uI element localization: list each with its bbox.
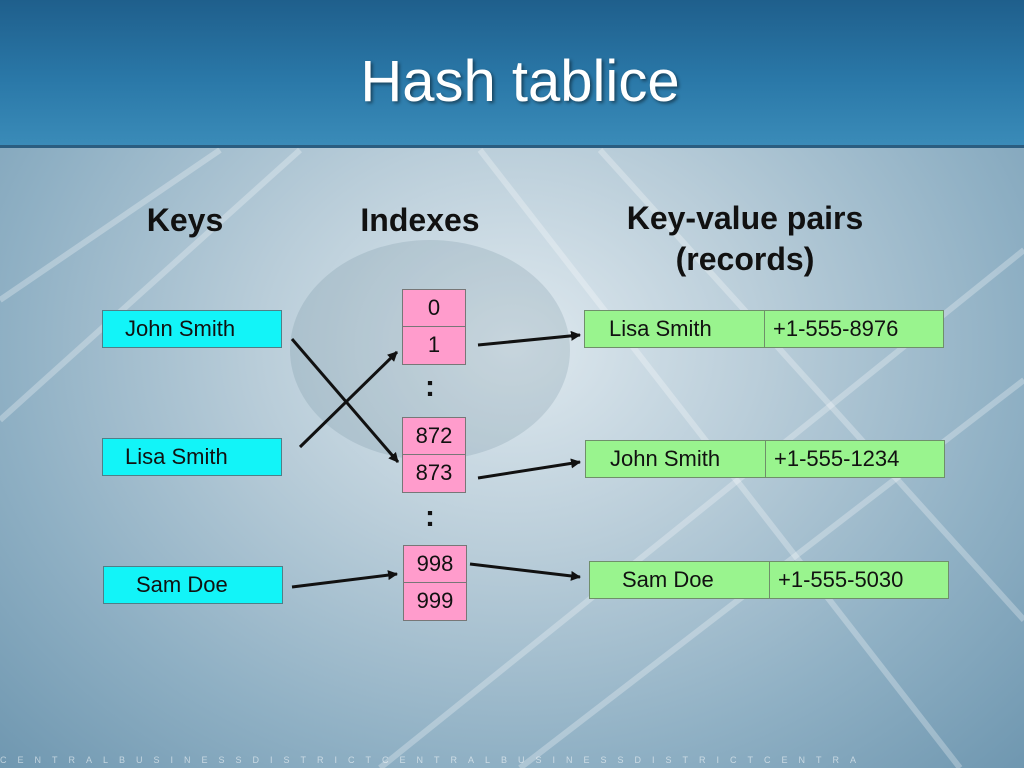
record-lisa-smith: Lisa Smith +1-555-8976 [584, 310, 944, 348]
key-box-lisa-smith: Lisa Smith [102, 438, 282, 476]
record-phone: +1-555-5030 [778, 567, 904, 592]
index-cell: 0 [402, 289, 466, 327]
index-ellipsis: : [425, 500, 435, 533]
record-phone: +1-555-8976 [773, 316, 899, 341]
record-name: Sam Doe [590, 562, 770, 598]
title-bar [0, 0, 1024, 148]
index-cell: 872 [402, 417, 466, 455]
index-group-872-873: 872 873 [402, 417, 466, 493]
index-group-0-1: 0 1 [402, 289, 466, 365]
records-header-line1: Key-value pairs [626, 200, 864, 236]
keys-header: Keys [146, 202, 224, 238]
index-ellipsis: : [425, 370, 435, 403]
index-cell: 873 [402, 455, 466, 493]
record-john-smith: John Smith +1-555-1234 [585, 440, 945, 478]
slide-title: Hash tablice [360, 49, 680, 114]
record-name: Lisa Smith [585, 311, 765, 347]
record-name: John Smith [586, 441, 766, 477]
records-header-line2: (records) [675, 241, 815, 277]
footer-watermark: CENTRALBUSINESSDISTRICTCENTRALBUSINESSDI… [0, 755, 868, 765]
key-box-sam-doe: Sam Doe [103, 566, 283, 604]
index-cell: 998 [403, 545, 467, 583]
record-phone: +1-555-1234 [774, 446, 900, 471]
record-sam-doe: Sam Doe +1-555-5030 [589, 561, 949, 599]
index-cell: 1 [402, 327, 466, 365]
key-box-john-smith: John Smith [102, 310, 282, 348]
index-cell: 999 [403, 583, 467, 621]
indexes-header: Indexes [360, 202, 480, 238]
index-group-998-999: 998 999 [403, 545, 467, 621]
